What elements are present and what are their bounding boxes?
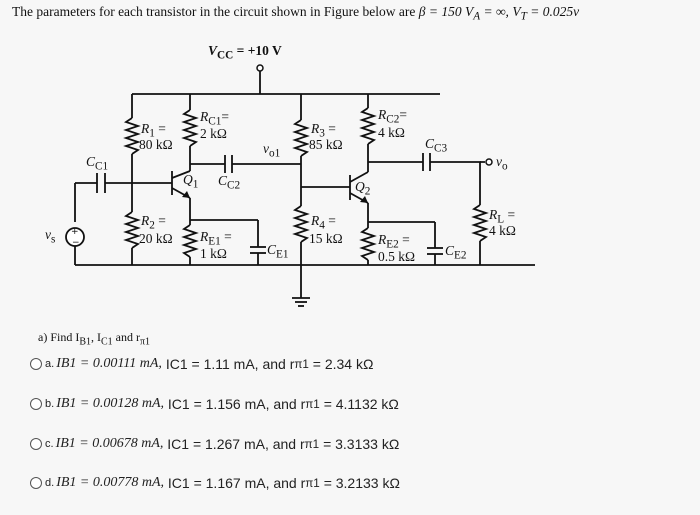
option-letter: d. [45, 477, 55, 489]
rc2-label: RC2= [378, 107, 408, 126]
rc2-value: 4 kΩ [378, 125, 405, 140]
answer-option-c[interactable]: c. IB1 = 0.00678 mA, IC1 = 1.267 mA, and… [30, 436, 399, 452]
option-rpi-sub: π1 [304, 437, 320, 451]
radio-button-icon[interactable] [30, 398, 42, 410]
svg-text:−: − [72, 238, 80, 248]
re1-label: RE1 = [200, 229, 232, 248]
va-label: VA [464, 4, 481, 23]
va-value: = ∞, [483, 4, 509, 19]
option-letter: c. [45, 438, 54, 450]
option-rpi-sub: π1 [305, 476, 320, 490]
radio-button-icon[interactable] [30, 477, 42, 489]
q2-label: Q2 [355, 179, 371, 198]
cc2-label: CC2 [218, 173, 241, 192]
vcc-label: VCC = +10 V [208, 43, 282, 62]
vo-label: vo [496, 154, 508, 173]
problem-prefix: The parameters for each transistor in th… [12, 4, 416, 19]
r2-value: 20 kΩ [139, 231, 173, 246]
option-letter: a. [45, 358, 55, 370]
cc1-label: CC1 [86, 154, 109, 173]
r4-label: R4 = [311, 213, 336, 232]
option-letter: b. [45, 398, 55, 410]
r2-label: R2 = [141, 213, 166, 232]
cc3-label: CC3 [425, 136, 448, 155]
option-rpi: = 2.34 kΩ [312, 356, 374, 372]
r3-label: R3 = [311, 121, 336, 140]
option-ic: IC1 = 1.11 mA, and r [165, 356, 295, 372]
option-ic: IC1 = 1.267 mA, and r [167, 436, 305, 452]
radio-button-icon[interactable] [30, 358, 42, 370]
answer-option-b[interactable]: b. IB1 = 0.00128 mA, IC1 = 1.156 mA, and… [30, 396, 399, 412]
option-ic: IC1 = 1.156 mA, and r [167, 396, 306, 412]
option-rpi: = 3.2133 kΩ [323, 475, 400, 491]
rl-value: 4 kΩ [489, 223, 516, 238]
r1-label: R1 = [141, 121, 166, 140]
option-rpi: = 3.3133 kΩ [323, 436, 400, 452]
beta-value: β = 150 [418, 4, 462, 19]
option-rpi: = 4.1132 kΩ [323, 396, 399, 412]
re2-label: RE2 = [378, 232, 410, 251]
circuit-diagram: + − VCC = +10 V R1 = 80 kΩ RC1= 2 kΩ vo1… [15, 40, 575, 310]
vo1-label: vo1 [263, 141, 281, 160]
rc1-value: 2 kΩ [200, 126, 227, 141]
ce2-label: CE2 [445, 243, 467, 262]
question-prompt: a) Find IB1, IC1 and rπ1 [38, 330, 151, 348]
r1-value: 80 kΩ [139, 137, 173, 152]
option-rpi-sub: π1 [305, 397, 320, 411]
option-rpi-sub: π1 [294, 357, 309, 371]
ce1-label: CE1 [267, 242, 289, 261]
circuit-wiring: + − [65, 64, 535, 307]
answer-option-a[interactable]: a. IB1 = 0.00111 mA, IC1 = 1.11 mA, and … [30, 356, 373, 372]
option-ib: IB1 = 0.00678 mA, [55, 436, 164, 451]
rl-label: RL = [489, 207, 516, 226]
radio-button-icon[interactable] [30, 438, 42, 450]
re2-value: 0.5 kΩ [378, 249, 416, 264]
r3-value: 85 kΩ [309, 137, 343, 152]
r4-value: 15 kΩ [309, 231, 343, 246]
q1-label: Q1 [183, 172, 199, 191]
answer-option-d[interactable]: d. IB1 = 0.00778 mA, IC1 = 1.167 mA, and… [30, 475, 400, 491]
vt-label: VT [512, 4, 527, 23]
vt-value: = 0.025v [530, 4, 580, 19]
vs-label: vs [45, 227, 56, 246]
problem-statement: The parameters for each transistor in th… [12, 4, 579, 23]
option-ib: IB1 = 0.00128 mA, [56, 396, 165, 411]
option-ib: IB1 = 0.00111 mA, [56, 356, 162, 371]
option-ic: IC1 = 1.167 mA, and r [167, 475, 306, 491]
re1-value: 1 kΩ [200, 246, 227, 261]
rc1-label: RC1= [200, 109, 230, 128]
option-ib: IB1 = 0.00778 mA, [56, 475, 165, 490]
svg-text:+: + [71, 227, 79, 237]
